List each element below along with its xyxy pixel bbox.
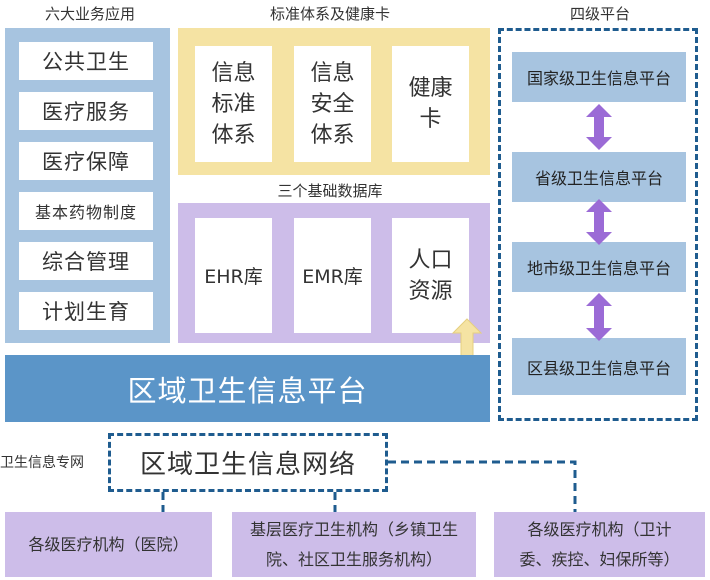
standards-panel: 信息 标准 体系 信息 安全 体系 健康 卡 [178, 28, 490, 175]
region-health-info-platform: 区域卫生信息平台 [5, 355, 490, 422]
service-insurance: 医疗保障 [19, 142, 153, 180]
six-services-panel: 公共卫生 医疗服务 医疗保障 基本药物制度 综合管理 计划生育 [5, 28, 170, 343]
databases-title: 三个基础数据库 [277, 182, 383, 200]
six-services-title: 六大业务应用 [44, 5, 135, 23]
databases-panel: EHR库 EMR库 人口 资源 [178, 203, 490, 343]
institution-grassroots: 基层医疗卫生机构（乡镇卫生 院、社区卫生服务机构） [232, 512, 476, 577]
service-management: 综合管理 [19, 242, 153, 280]
four-platforms-title: 四级平台 [569, 5, 630, 23]
city-county-arrow-icon [586, 293, 612, 341]
four-platforms-container [498, 28, 698, 421]
service-essential-drugs: 基本药物制度 [19, 192, 153, 230]
provincial-platform: 省级卫生信息平台 [512, 152, 686, 202]
region-health-network: 区域卫生信息网络 [108, 433, 388, 492]
service-medical: 医疗服务 [19, 92, 153, 130]
service-public-health: 公共卫生 [19, 42, 153, 80]
network-side-label: 卫生信息专网 [0, 455, 84, 471]
national-platform: 国家级卫生信息平台 [512, 52, 686, 102]
institution-hospitals: 各级医疗机构（医院） [5, 512, 212, 577]
institution-public-health: 各级医疗机构（卫计 委、疾控、妇保所等） [494, 512, 705, 577]
city-platform: 地市级卫生信息平台 [512, 242, 686, 292]
standards-title: 标准体系及健康卡 [269, 5, 390, 23]
county-platform: 区县级卫生信息平台 [512, 338, 686, 395]
service-family-planning: 计划生育 [19, 292, 153, 330]
info-security-system: 信息 安全 体系 [294, 46, 371, 162]
info-standard-system: 信息 标准 体系 [195, 46, 272, 162]
health-card: 健康 卡 [392, 46, 469, 162]
provincial-city-arrow-icon [586, 199, 612, 245]
national-provincial-arrow-icon [586, 104, 612, 150]
emr-database: EMR库 [294, 218, 371, 333]
population-resources-database: 人口 资源 [392, 218, 469, 333]
ehr-database: EHR库 [195, 218, 272, 333]
